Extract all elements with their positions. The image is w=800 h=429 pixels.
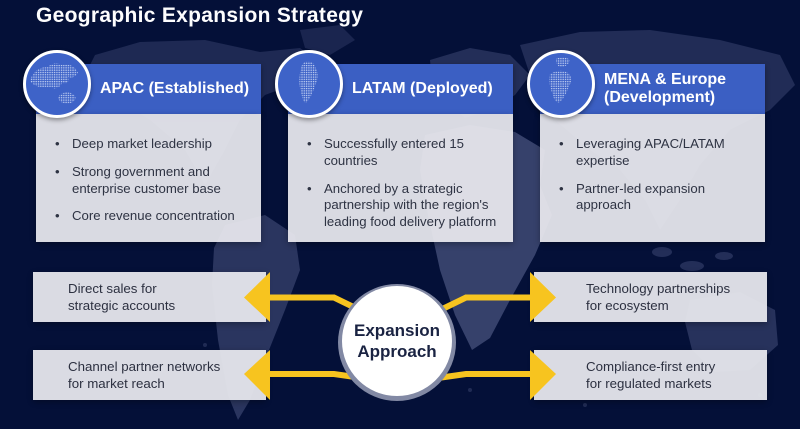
expansion-hub-circle: Expansion Approach [342,286,452,396]
bullet-item: Strong government and enterprise custome… [54,164,249,198]
mena-europe-globe-icon [527,50,595,118]
region-card-mena: MENA & Europe (Development) Leveraging A… [527,50,765,242]
region-card-apac: APAC (Established) Deep market leadershi… [23,50,261,242]
bullet-item: Core revenue concentration [54,208,249,225]
asia-pacific-globe-icon [23,50,91,118]
approach-box-technology-partnerships: Technology partnerships for ecosystem [534,272,767,322]
bullet-item: Leveraging APAC/LATAM expertise [558,136,753,170]
expansion-hub-ring: Expansion Approach [338,284,456,401]
region-body-latam: Successfully entered 15 countries Anchor… [288,114,513,242]
bullet-item: Anchored by a strategic partnership with… [306,181,501,231]
slide-title: Geographic Expansion Strategy [36,4,364,27]
region-body-apac: Deep market leadership Strong government… [36,114,261,242]
bullet-item: Deep market leadership [54,136,249,153]
approach-box-channel-partners: Channel partner networks for market reac… [33,350,266,400]
approach-box-direct-sales: Direct sales for strategic accounts [33,272,266,322]
region-card-latam: LATAM (Deployed) Successfully entered 15… [275,50,513,242]
bullet-item: Successfully entered 15 countries [306,136,501,170]
bullet-item: Partner-led expansion approach [558,181,753,215]
south-america-globe-icon [275,50,343,118]
region-body-mena: Leveraging APAC/LATAM expertise Partner-… [540,114,765,242]
approach-box-compliance-entry: Compliance-first entry for regulated mar… [534,350,767,400]
